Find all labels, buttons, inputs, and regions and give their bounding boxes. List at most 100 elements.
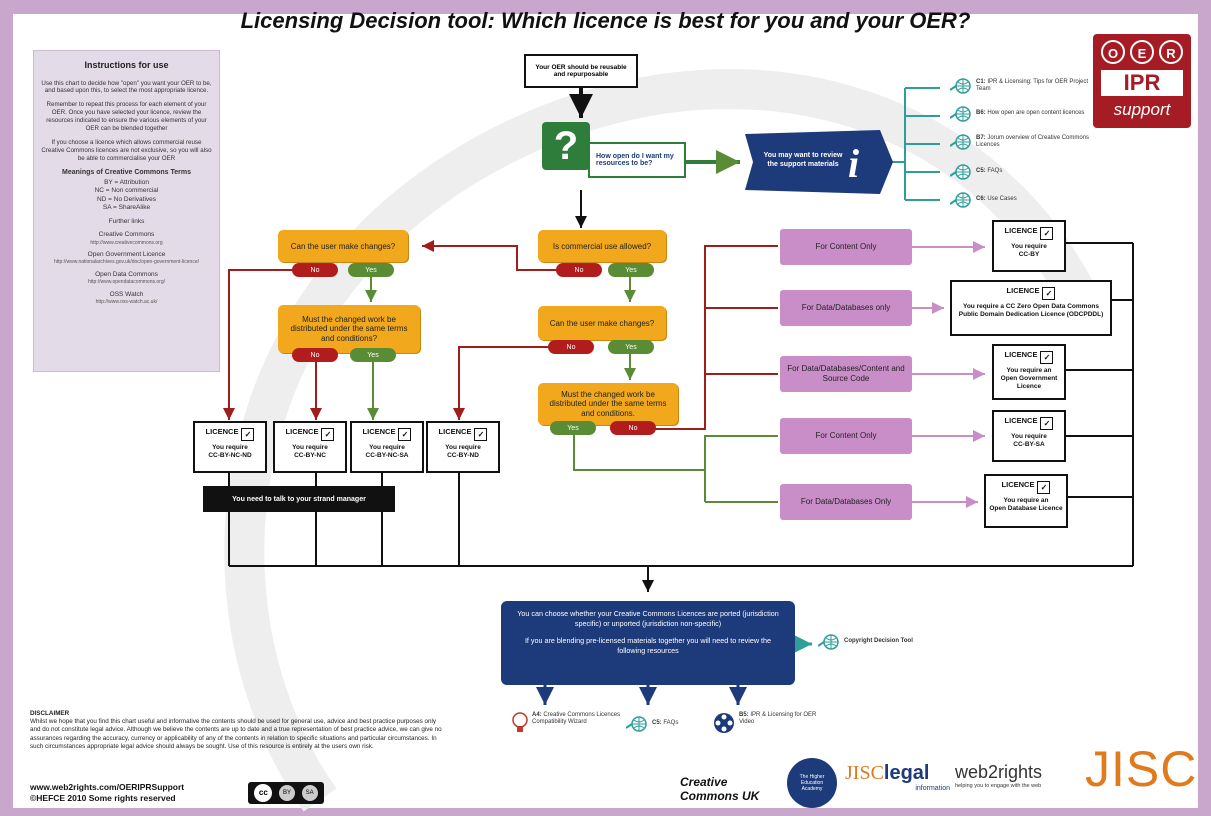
check-icon: ✓ [241,428,255,441]
link-open-government-licence[interactable]: Open Government Licence [87,251,166,259]
resource-b7[interactable]: B7: Jorum overview of Creative Commons L… [950,134,1090,150]
jisc-legal-information: information [915,785,950,792]
resource-code: A4: [532,712,542,718]
porting-text: You can choose whether your Creative Com… [517,609,779,628]
term-sa: SA = ShareAlike [102,203,151,211]
link-creative-commons[interactable]: Creative Commons [98,231,155,239]
web2rights-name: web2rights [955,762,1043,782]
check-icon: ✓ [1037,481,1051,494]
check-icon: ✓ [1040,351,1054,364]
resource-code: C5: [976,168,986,175]
resource-a4[interactable]: A4: Creative Commons Licences Compatibil… [512,712,632,734]
link-url[interactable]: http://www.nationalarchives.gov.uk/doc/o… [54,259,199,266]
jisc-logo: JISC [1085,741,1198,797]
footer-url[interactable]: www.web2rights.com/OERIPRSupport [30,782,185,792]
licence-requirement: You require [212,444,248,451]
licence-label: LICENCE [1006,286,1040,295]
resource-text: FAQs [663,720,679,727]
answer-yes: Yes [550,421,596,435]
link-open-data-commons[interactable]: Open Data Commons [95,270,158,278]
resource-text: FAQs [987,168,1003,175]
decision-user-changes-mid: Can the user make changes? [538,306,666,340]
logo-ipr: IPR [1101,70,1183,96]
licence-name: CC-BY-NC-SA [365,451,409,459]
resource-c6[interactable]: C6: Use Cases [950,192,1090,208]
sa-icon: SA [301,785,318,801]
globe-search-icon [950,134,971,150]
footer-copyright: ©HEFCE 2010 Some rights reserved [30,793,176,804]
film-reel-icon [714,713,734,733]
term-nc: NC = Non commercial [94,187,159,195]
term-by: BY = Attribution [104,178,149,186]
resource-b5[interactable]: B5: IPR & Licensing for OER Video [713,712,823,734]
info-icon: i [848,141,860,186]
resource-code: B7: [976,134,986,141]
instructions-paragraph: If you choose a licence which allows com… [41,139,212,163]
licence-requirement: You require [445,444,481,451]
link-url[interactable]: http://www.oss-watch.ac.uk/ [95,298,158,305]
globe-search-icon [950,164,971,180]
link-url[interactable]: http://www.opendatacommons.org/ [88,279,165,286]
answer-no: No [292,348,338,362]
jisc-legal-logo: JISClegal information [845,762,950,792]
page-title: Licensing Decision tool: Which licence i… [240,8,971,33]
resource-b6[interactable]: B6: How open are open content licences [950,106,1090,122]
cc-by-sa-badge: cc BY SA [248,782,324,804]
licence-label: LICENCE [438,427,472,436]
further-links-heading: Further links [108,218,145,226]
licence-requirement: You require [1011,433,1047,440]
licence-label: LICENCE [205,427,239,436]
licence-requirement: You require [369,444,405,451]
licence-name: CC-BY-SA [1013,440,1045,448]
check-icon: ✓ [321,428,335,441]
resource-code: B6: [976,110,986,117]
instructions-paragraph: Use this chart to decide how "open" you … [41,79,212,95]
resource-c1[interactable]: C1: IPR & Licensing: Tips for OER Projec… [950,78,1090,94]
check-icon: ✓ [1040,417,1054,430]
instructions-panel: Instructions for use Use this chart to d… [33,50,220,372]
check-icon: ✓ [1040,227,1054,240]
resource-text: How open are open content licences [987,110,1085,117]
decision-user-changes-left: Can the user make changes? [278,230,408,262]
porting-info-box: You can choose whether your Creative Com… [501,601,795,685]
link-url[interactable]: http://www.creativecommons.org [90,239,163,246]
resource-c5-bottom[interactable]: C5: FAQs [626,716,706,732]
logo-support: support [1113,100,1171,119]
licence-label: LICENCE [1001,480,1035,489]
globe-search-icon [950,106,971,122]
by-icon: BY [278,785,295,801]
option-data-content-source: For Data/Databases/Content and Source Co… [780,356,912,392]
lightbulb-icon [512,712,528,732]
resource-c5[interactable]: C5: FAQs [950,164,1090,180]
answer-yes: Yes [608,263,654,277]
start-box: Your OER should be reusable and repurpos… [524,54,638,88]
licence-name: CC-BY-ND [447,451,479,459]
link-oss-watch[interactable]: OSS Watch [109,290,144,298]
resource-code: C5: [652,720,662,727]
licence-requirement: You require an [1006,367,1052,374]
copyright-tool-label: Copyright Decision Tool [844,638,913,645]
licence-label: LICENCE [362,427,396,436]
globe-search-icon [626,716,647,732]
licence-label: LICENCE [285,427,319,436]
decision-commercial-use: Is commercial use allowed? [538,230,666,262]
copyright-decision-tool[interactable]: Copyright Decision Tool [818,634,918,650]
check-icon: ✓ [474,428,488,441]
strand-manager-box: You need to talk to your strand manager [203,486,395,512]
resource-text: Jorum overview of Creative Commons Licen… [976,134,1090,148]
disclaimer-heading: DISCLAIMER [30,710,70,717]
support-text: You may want to review the support mater… [763,152,843,168]
resource-text: IPR & Licensing for OER Video [739,712,817,726]
option-content-only: For Content Only [780,229,912,265]
meanings-heading: Meanings of Creative Commons Terms [61,168,191,176]
licence-name: Open Government Licence [1000,374,1058,390]
disclaimer-text: Whilst we hope that you find this chart … [30,718,442,750]
option-data-databases-only: For Data/Databases only [780,290,912,326]
globe-search-icon [950,78,971,94]
resource-code: B5: [739,712,749,718]
